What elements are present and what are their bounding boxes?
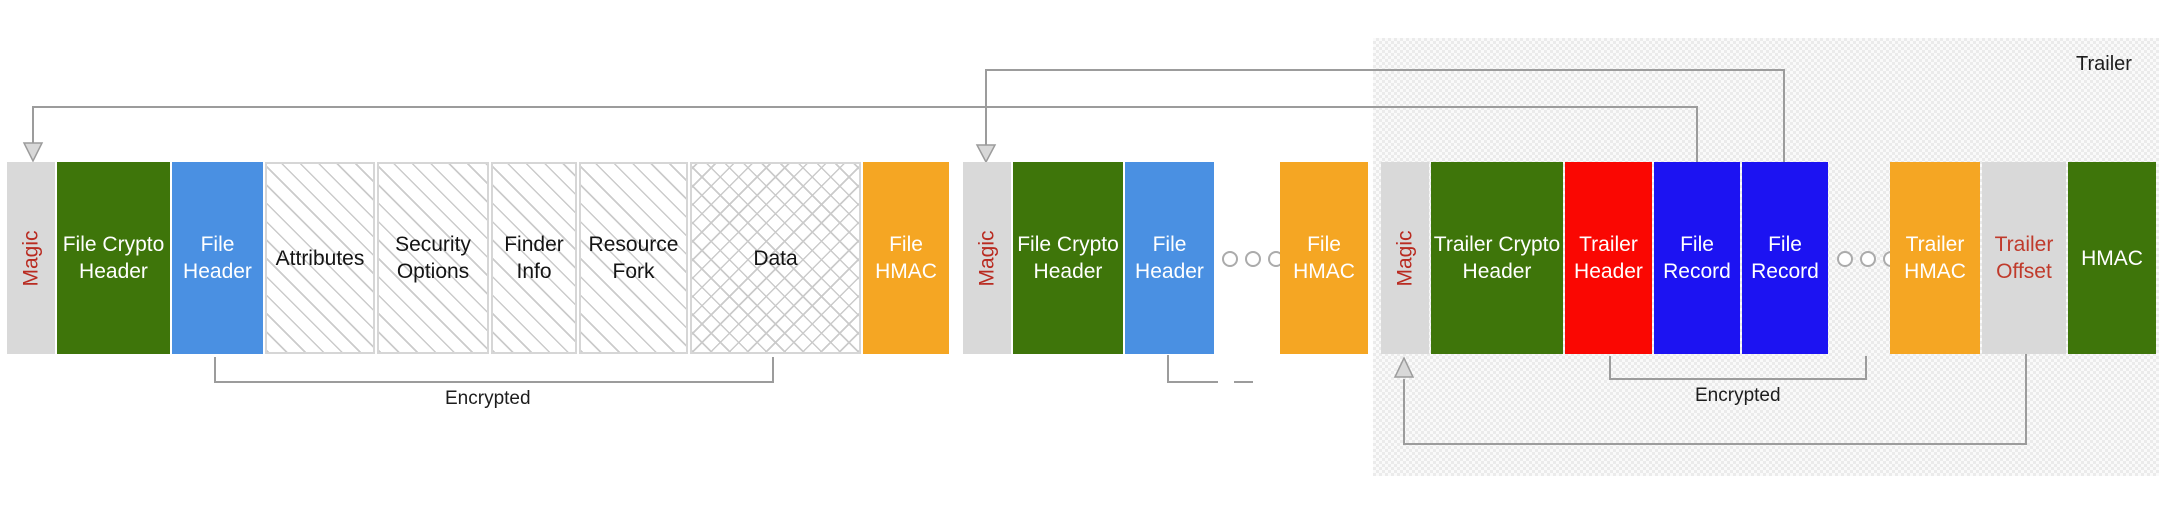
file2-hmac-block: File HMAC <box>1280 162 1368 354</box>
file1-hmac-block: File HMAC <box>863 162 949 354</box>
arrow-down-icon <box>975 144 997 164</box>
block-label-line: File Crypto <box>1017 233 1119 256</box>
block-label-line: Header <box>1574 260 1643 283</box>
trailer-final-hmac-block: HMAC <box>2068 162 2156 354</box>
ellipsis-dot <box>1860 251 1876 267</box>
block-label-line: File Crypto <box>62 233 165 256</box>
block-label-line: Options <box>396 260 470 283</box>
trailer-magic-label: Magic <box>1393 229 1417 287</box>
block-label-line: Info <box>516 260 552 283</box>
block-label-line: File <box>1152 233 1187 256</box>
file1-header-block: File Header <box>172 162 263 354</box>
block-label-line: Header <box>183 260 252 283</box>
block-label-line: Trailer Crypto <box>1433 233 1561 256</box>
trailer-file-record-2-block: File Record <box>1742 162 1828 354</box>
block-label-line: Record <box>1663 260 1731 283</box>
block-label-line: HMAC <box>1904 260 1966 283</box>
block-label-line: Offset <box>1996 260 2052 283</box>
block-label-line: Header <box>1135 260 1204 283</box>
ellipsis-dot <box>1837 251 1853 267</box>
block-label-line: File <box>1768 233 1802 256</box>
block-label-line: File <box>200 233 235 256</box>
trailer-encrypted-label: Encrypted <box>1695 385 1781 406</box>
file2-header-block: File Header <box>1125 162 1214 354</box>
file2-magic-block: Magic <box>963 162 1011 354</box>
arrow-down-icon <box>22 142 44 163</box>
block-label-line: Security <box>395 233 471 256</box>
trailer-crypto-header-block: Trailer Crypto Header <box>1431 162 1563 354</box>
trailer-file-record-1-block: File Record <box>1654 162 1740 354</box>
trailer-magic-block: Magic <box>1381 162 1429 354</box>
block-label-line: HMAC <box>2081 246 2143 270</box>
block-label-line: Finder <box>504 233 564 256</box>
block-label-line: HMAC <box>1293 260 1355 283</box>
block-label-line: Header <box>1462 260 1532 283</box>
file2-crypto-header-block: File Crypto Header <box>1013 162 1123 354</box>
block-label-line: Header <box>1033 260 1103 283</box>
file2-magic-label: Magic <box>975 229 999 287</box>
file1-attributes-block: Attributes <box>265 162 375 354</box>
file1-resource-fork-block: Resource Fork <box>579 162 688 354</box>
block-label-line: Data <box>753 246 798 270</box>
trailer-region-label: Trailer <box>2076 53 2132 75</box>
block-label-line: File <box>1307 233 1341 256</box>
block-label-line: File <box>889 233 923 256</box>
block-label-line: Resource <box>588 233 679 256</box>
file1-magic-block: Magic <box>7 162 55 354</box>
block-label-line: Header <box>79 260 148 283</box>
block-label-line: Trailer <box>1994 233 2054 256</box>
file2-ellipsis-icon <box>1222 251 1284 267</box>
trailer-header-block: Trailer Header <box>1565 162 1652 354</box>
file1-magic-label: Magic <box>19 229 43 287</box>
block-label-line: Fork <box>612 260 655 283</box>
block-label-line: HMAC <box>875 260 937 283</box>
trailer-offset-block: Trailer Offset <box>1982 162 2066 354</box>
trailer-hmac-block: Trailer HMAC <box>1890 162 1980 354</box>
block-label-line: Record <box>1751 260 1819 283</box>
block-label-line: File <box>1680 233 1714 256</box>
file1-encrypted-bracket <box>214 357 774 383</box>
block-label-line: Trailer <box>1579 233 1638 256</box>
file1-encrypted-label: Encrypted <box>445 388 531 409</box>
file1-crypto-header-block: File Crypto Header <box>57 162 170 354</box>
file1-security-options-block: Security Options <box>377 162 489 354</box>
file1-data-block: Data <box>690 162 861 354</box>
ellipsis-dot <box>1222 251 1238 267</box>
ellipsis-dot <box>1245 251 1261 267</box>
block-label-line: Attributes <box>275 246 365 270</box>
block-label-line: Trailer <box>1905 233 1965 256</box>
file2-encrypted-bracket-partial <box>1167 355 1218 383</box>
file1-finder-info-block: Finder Info <box>491 162 577 354</box>
